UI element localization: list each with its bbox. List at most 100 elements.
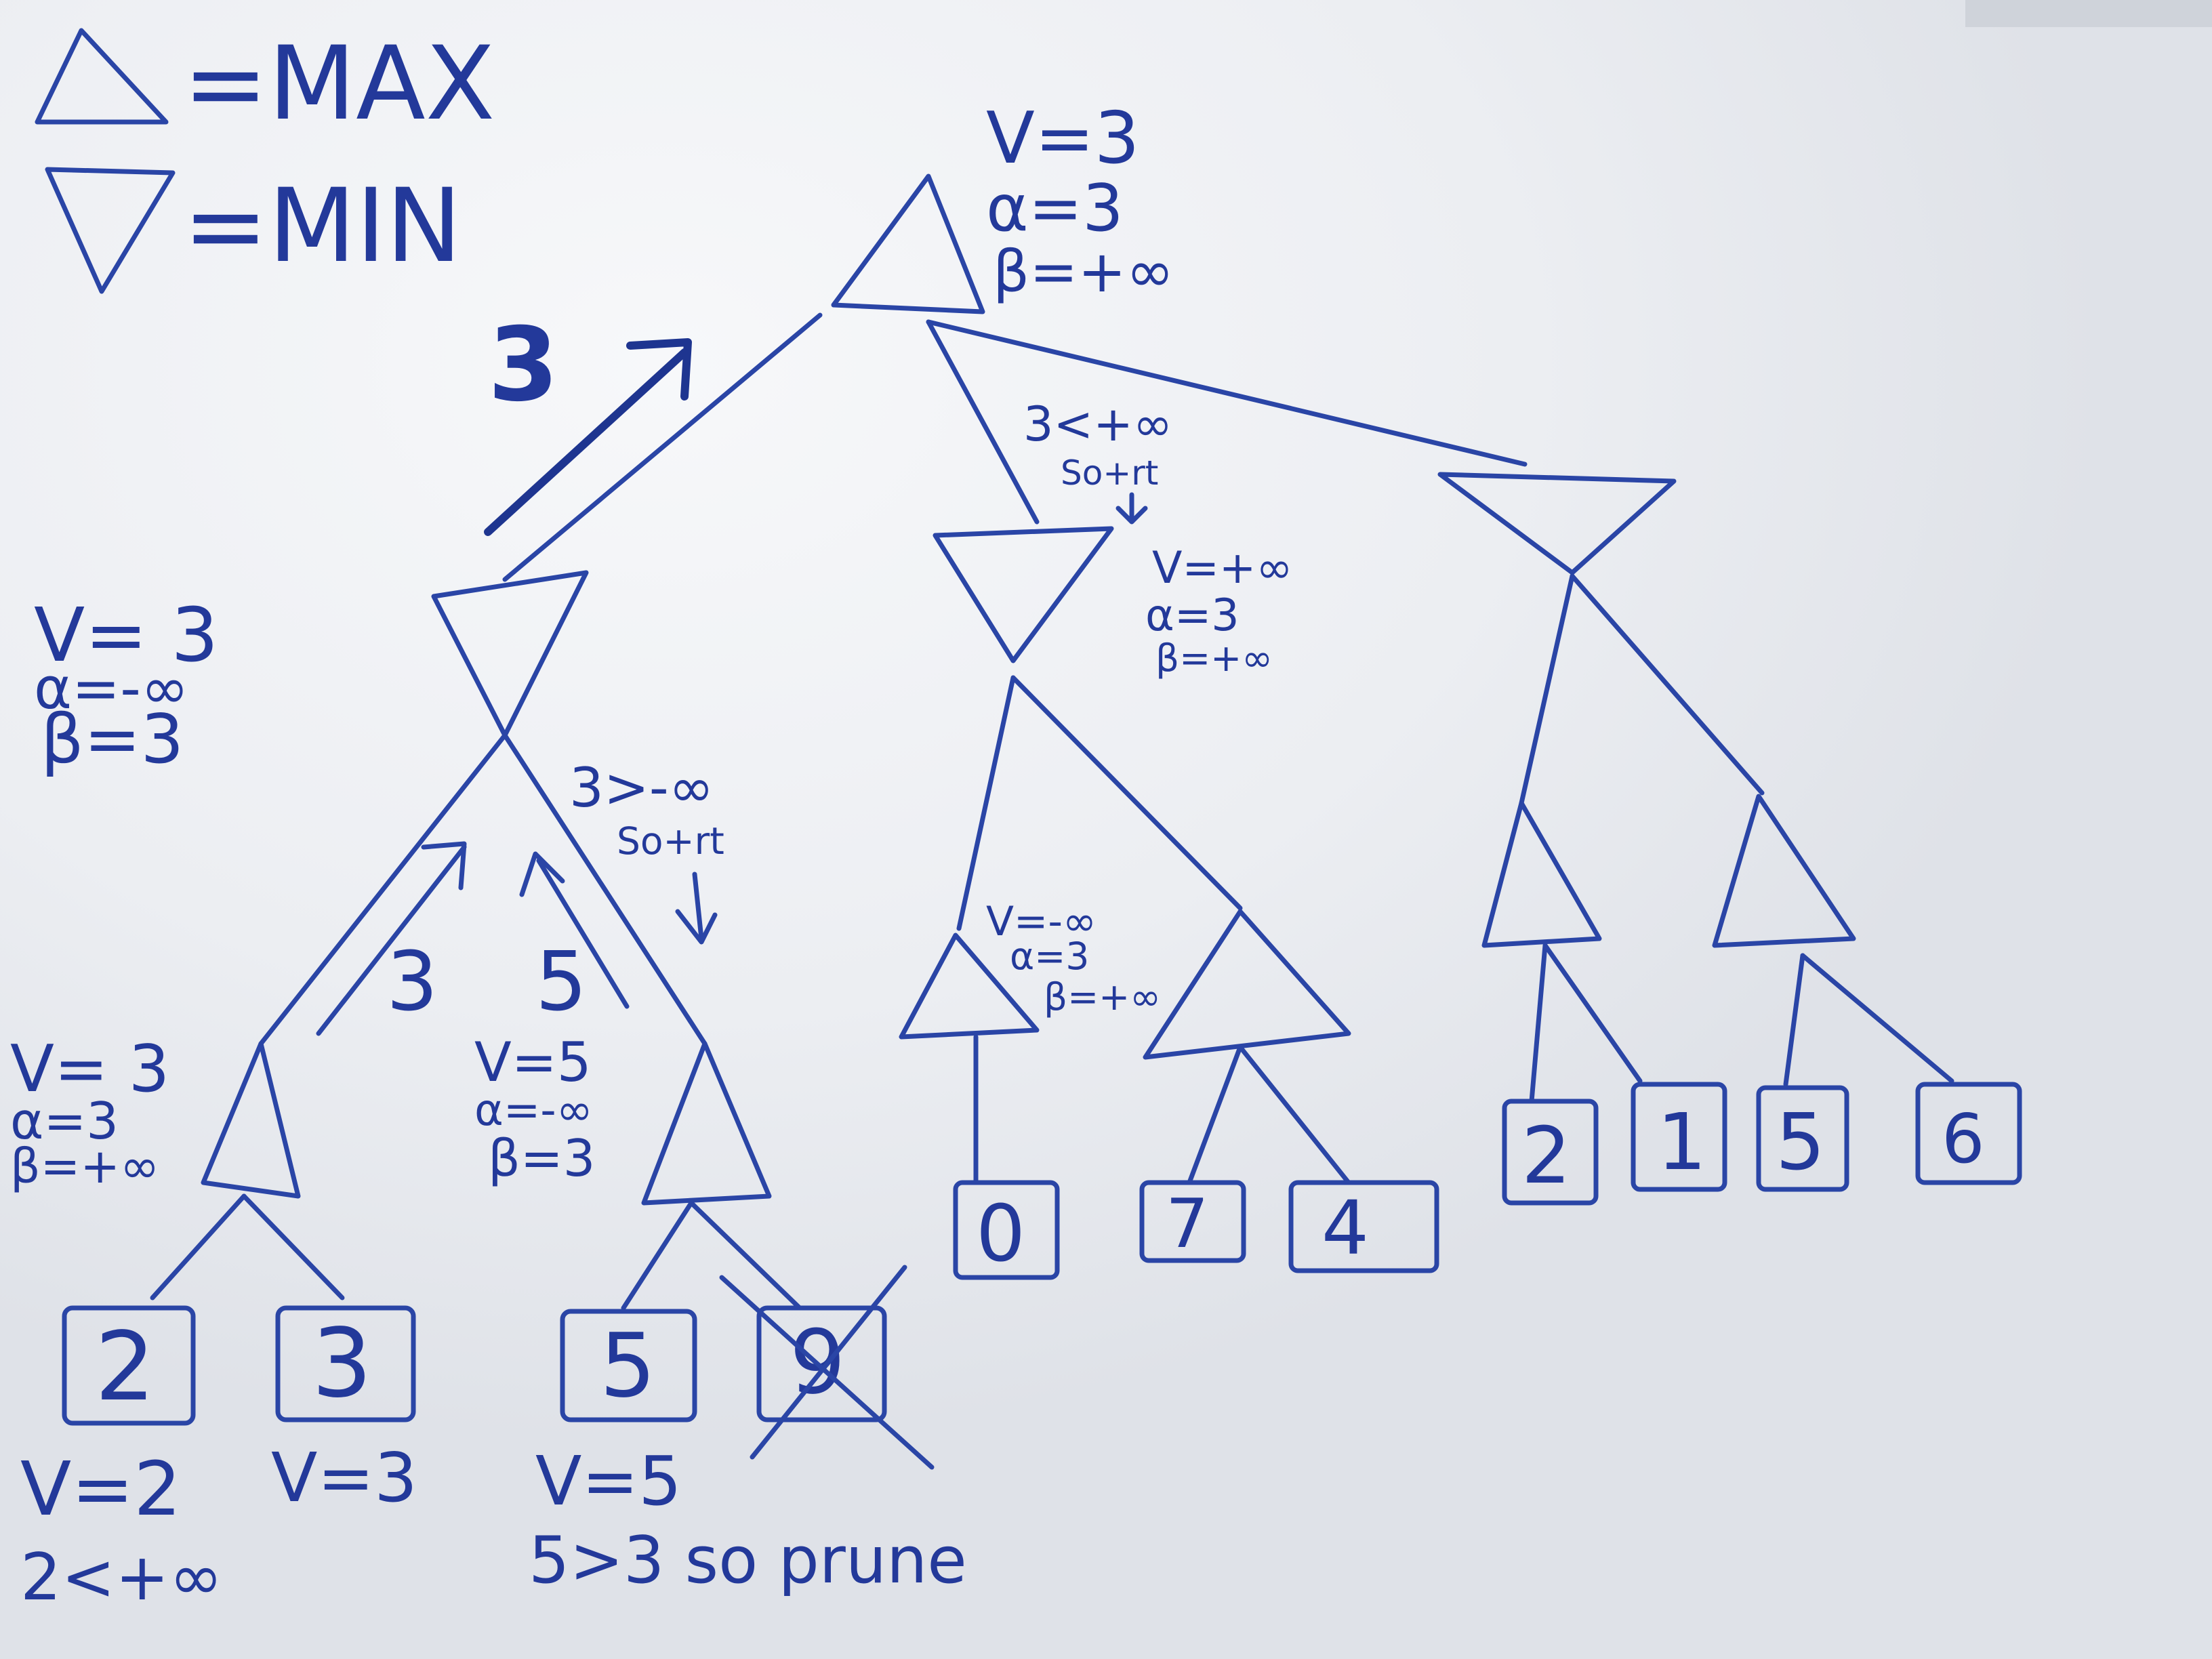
right-max1-node — [1481, 800, 1602, 948]
return-arrow-icon — [316, 844, 467, 1036]
left-max1-v-label: V= 3 — [10, 1032, 169, 1107]
pass-down-arrow-icon — [692, 872, 704, 941]
root-returned-value: 3 — [488, 306, 558, 424]
left-max1-beta-label: β=+∞ — [10, 1139, 159, 1194]
mid-max2-node — [1143, 909, 1351, 1060]
leaf-box — [62, 1305, 196, 1426]
leaf-value: 2 — [1521, 1111, 1571, 1202]
edge-midmax2-leaf4 — [1237, 1044, 1351, 1185]
leaf-box — [275, 1305, 416, 1422]
edge-max1-leaf2 — [150, 1193, 247, 1300]
edge-rightmax1-leaf1 — [1542, 943, 1643, 1084]
left-min-beta-label: β=3 — [41, 699, 184, 779]
left-max-annotations: V= 3 α=3 β=+∞ 3 V=5 α=-∞ β=3 5 — [10, 935, 595, 1194]
leaf-box — [953, 1180, 1060, 1280]
leaf2-note: 2<+∞ — [20, 1540, 223, 1615]
leaf-value: 1 — [1657, 1097, 1706, 1188]
mid-min-note2: So+rt — [1061, 453, 1158, 493]
max-triangle-icon — [35, 28, 169, 125]
left-min-v-label: V= 3 — [34, 592, 218, 678]
prune-cross-mark — [719, 1275, 935, 1470]
leaf-box-pruned — [756, 1305, 887, 1422]
edge-max2-leaf5 — [621, 1200, 694, 1311]
leaf-box — [1756, 1085, 1849, 1192]
left-max1-node — [201, 1041, 301, 1199]
leaf-value: 6 — [1942, 1099, 1985, 1179]
left-min-node — [431, 570, 589, 738]
left-max1-alpha-label: α=3 — [10, 1091, 119, 1151]
leaf-value: 4 — [1322, 1185, 1369, 1271]
edge-midmin-max2 — [1010, 675, 1243, 911]
leaf-value: 7 — [1166, 1184, 1209, 1263]
leaf-value: 5 — [1776, 1097, 1825, 1188]
left-min-note1: 3>-∞ — [569, 756, 714, 819]
mid-min-v-label: V=+∞ — [1152, 543, 1293, 594]
left-min-alpha-label: α=-∞ — [34, 655, 189, 722]
leaf2-v-label: V=2 — [20, 1446, 181, 1532]
mid-max1-alpha-label: α=3 — [1010, 935, 1089, 978]
leaf5-note: 5>3 so prune — [529, 1523, 967, 1598]
leaf-value: 3 — [312, 1309, 372, 1419]
arrows — [316, 338, 1148, 1036]
left-leaf-annotations: V=2 2<+∞ V=3 V=5 5>3 so prune — [20, 1438, 967, 1615]
legend-min-label: =MIN — [183, 167, 462, 285]
edge-midmax2-leaf7 — [1187, 1044, 1243, 1185]
left-min-note2: So+rt — [617, 819, 724, 863]
arrowhead-icon — [675, 909, 718, 945]
legend-max-label: =MAX — [183, 25, 495, 143]
root-annotations: V=3 α=3 β=+∞ 3 — [488, 97, 1174, 424]
edge-rightmin-max2 — [1570, 573, 1765, 796]
return-arrow-icon — [484, 348, 689, 536]
edge-root-leftmin — [502, 312, 823, 582]
root-alpha-label: α=3 — [986, 171, 1124, 246]
edge-root-midmin — [926, 319, 1040, 525]
right-min-node — [1437, 472, 1677, 575]
mid-annotations: 3<+∞ So+rt V=+∞ α=3 β=+∞ V=-∞ α=3 β=+∞ — [986, 396, 1293, 1019]
edge-leftmin-max2 — [502, 733, 708, 1046]
leaf-box — [1502, 1099, 1599, 1206]
edge-max2-leaf9 — [689, 1200, 802, 1311]
mid-max1-node — [899, 933, 1040, 1040]
leaf-value: 0 — [976, 1189, 1025, 1279]
tree-nodes — [201, 173, 1856, 1206]
leaf-box — [560, 1309, 697, 1422]
return-arrow-icon — [536, 858, 630, 1009]
root-beta-label: β=+∞ — [993, 239, 1174, 306]
edge-leftmin-max1 — [258, 733, 508, 1046]
mid-min-note1: 3<+∞ — [1023, 396, 1172, 452]
right-max2-node — [1712, 794, 1856, 948]
leaf5-v-label: V=5 — [535, 1441, 682, 1521]
arrowhead-icon — [1115, 506, 1148, 525]
leaf-box — [1288, 1180, 1439, 1273]
leaves-mid: 0 7 4 — [953, 1180, 1439, 1280]
left-max2-alpha-label: α=-∞ — [474, 1085, 593, 1136]
left-max1-returned: 3 — [386, 935, 438, 1029]
left-min-annotations: V= 3 α=-∞ β=3 3>-∞ So+rt — [34, 592, 724, 863]
arrowhead-icon — [421, 841, 467, 890]
leaf-value: 2 — [95, 1312, 155, 1422]
root-v-label: V=3 — [986, 97, 1140, 180]
min-triangle-icon — [45, 167, 176, 294]
leaf-box — [1915, 1082, 2022, 1185]
leaf3-v-label: V=3 — [271, 1438, 417, 1517]
mid-min-alpha-label: α=3 — [1145, 590, 1240, 641]
leaves-right: 2 1 5 6 — [1502, 1082, 2022, 1206]
edge-max1-leaf3 — [241, 1193, 345, 1300]
left-max2-beta-label: β=3 — [488, 1128, 595, 1188]
board-frame — [1965, 0, 2212, 27]
edge-root-rightmin — [926, 319, 1528, 467]
left-max2-v-label: V=5 — [474, 1031, 592, 1094]
edge-rightmax2-leaf5 — [1783, 953, 1805, 1087]
edge-rightmax1-leaf2 — [1529, 943, 1548, 1104]
tree-edges — [150, 312, 1954, 1311]
mid-min-node — [933, 526, 1114, 663]
leaf-value: 5 — [600, 1314, 656, 1417]
left-max2-node — [641, 1041, 772, 1206]
leaves-left: 2 3 5 9 — [62, 1265, 935, 1470]
arrowhead-icon — [519, 851, 565, 897]
mid-min-beta-label: β=+∞ — [1155, 636, 1273, 680]
leaf-box — [1139, 1180, 1246, 1263]
root-max-node — [831, 173, 985, 314]
